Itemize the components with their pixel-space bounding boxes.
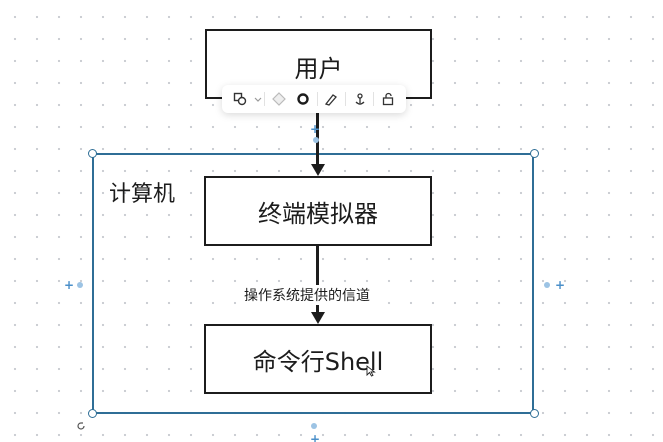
add-connection-icon[interactable]: + — [310, 432, 321, 442]
terminal-emulator-node[interactable]: 终端模拟器 — [204, 176, 432, 246]
toolbar-divider — [264, 92, 266, 106]
connection-point-icon[interactable] — [313, 137, 319, 143]
add-connection-icon[interactable]: + — [555, 278, 566, 292]
chevron-down-icon[interactable] — [254, 88, 262, 110]
shape-icon[interactable] — [229, 88, 251, 110]
resize-handle-bottom-left[interactable] — [88, 409, 97, 418]
shell-node[interactable]: 命令行Shell — [204, 324, 432, 394]
connection-point-icon[interactable] — [311, 423, 317, 429]
computer-group-frame[interactable] — [92, 153, 534, 414]
mouse-cursor-icon — [366, 362, 376, 381]
anchor-icon[interactable] — [349, 88, 371, 110]
connection-point-icon[interactable] — [544, 282, 550, 288]
add-connection-icon[interactable]: + — [310, 122, 321, 136]
rotate-icon[interactable] — [76, 421, 86, 434]
floating-format-toolbar — [222, 85, 406, 113]
style-icon[interactable] — [320, 88, 342, 110]
edge-label[interactable]: 操作系统提供的信道 — [240, 285, 374, 305]
group-label: 计算机 — [109, 182, 176, 207]
arrowhead-icon — [311, 312, 325, 324]
add-connection-icon[interactable]: + — [64, 278, 75, 292]
toolbar-divider — [373, 92, 375, 106]
resize-handle-bottom-right[interactable] — [530, 409, 539, 418]
user-node-label: 用户 — [294, 55, 343, 83]
resize-handle-top-right[interactable] — [530, 149, 539, 158]
resize-handle-top-left[interactable] — [88, 149, 97, 158]
arrowhead-icon — [311, 164, 325, 176]
edge-terminal-shell[interactable] — [316, 246, 319, 312]
toolbar-divider — [344, 92, 346, 106]
fill-icon[interactable] — [268, 88, 290, 110]
connection-point-icon[interactable] — [77, 282, 83, 288]
shell-node-label: 命令行Shell — [252, 347, 384, 376]
stroke-icon[interactable] — [292, 88, 314, 110]
toolbar-divider — [316, 92, 318, 106]
terminal-node-label: 终端模拟器 — [258, 199, 378, 228]
lock-icon[interactable] — [377, 88, 399, 110]
